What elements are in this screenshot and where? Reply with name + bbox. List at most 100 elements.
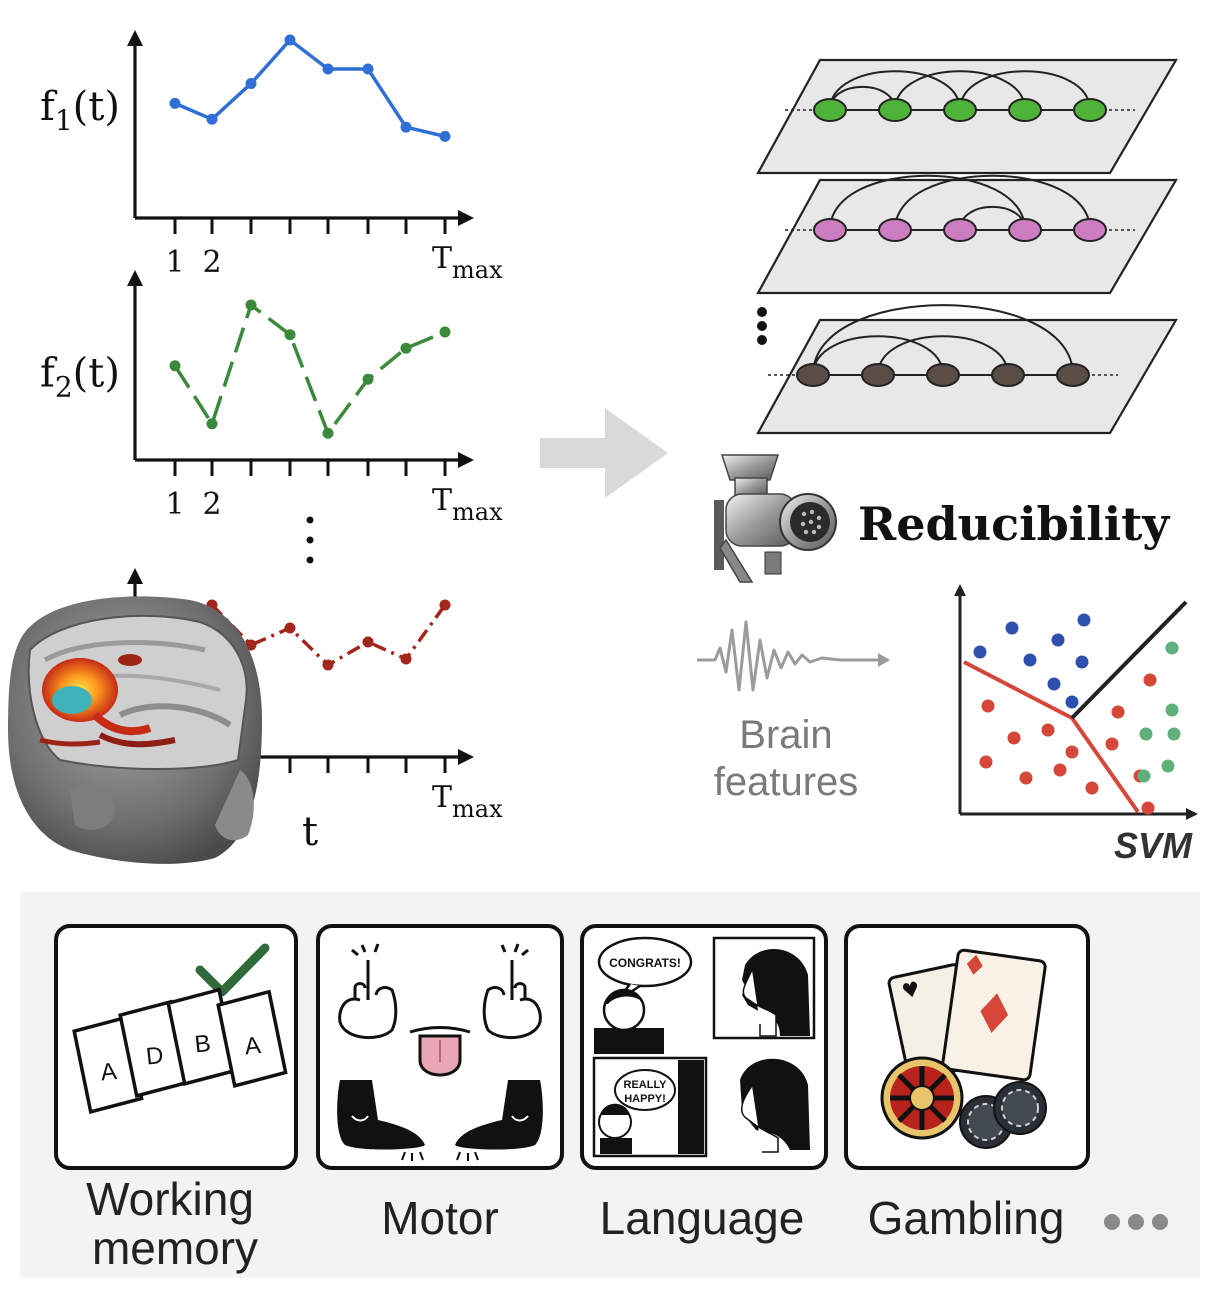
process-arrow-icon [540, 408, 668, 498]
task-label-motor: Motor [381, 1192, 499, 1244]
letter-card: A [216, 989, 288, 1089]
task-label-memory: memory [92, 1222, 258, 1274]
x-axis-arrow-icon [458, 749, 474, 765]
woman-profile-icon [712, 936, 816, 1040]
svm-point [1167, 727, 1181, 741]
card-letter: A [99, 1058, 118, 1087]
data-point [284, 34, 296, 46]
x-axis-label: t [302, 809, 318, 855]
right-foot-icon [455, 1080, 543, 1161]
data-point [284, 622, 296, 634]
network-node [861, 363, 895, 387]
svm-point [1005, 621, 1019, 635]
tick-label: 1 [165, 245, 184, 280]
data-point [245, 299, 257, 311]
tick-label: 2 [202, 245, 221, 280]
network-node [1056, 363, 1090, 387]
card-letter: B [193, 1030, 212, 1059]
data-point [284, 329, 296, 341]
ellipsis-icon [1104, 1214, 1168, 1230]
svm-point [1105, 737, 1119, 751]
left-foot-icon [337, 1080, 425, 1161]
brain-features-label-line2: features [714, 760, 859, 804]
tmax-label: Tmax [432, 483, 503, 526]
data-point [439, 599, 451, 611]
svm-point [981, 699, 995, 713]
task-language-card: CONGRATS! REALLY HAPPY! [580, 924, 828, 1170]
network-node [1073, 98, 1107, 122]
bubble-text-happy: HAPPY! [624, 1093, 666, 1105]
network-node [991, 363, 1025, 387]
x-axis-arrow-icon [458, 452, 474, 468]
decision-boundary [1070, 600, 1188, 720]
data-point [245, 639, 257, 651]
svm-point [1141, 801, 1155, 815]
network-layer-3 [756, 304, 1178, 435]
right-hand-icon [482, 943, 542, 1040]
function-label: f1(t) [40, 84, 120, 137]
tongue-icon [409, 1026, 471, 1077]
svm-point [979, 755, 993, 769]
data-point [245, 78, 257, 90]
task-motor-card [316, 924, 564, 1170]
data-point [362, 63, 374, 75]
y-axis-arrow-icon [127, 30, 143, 46]
network-node [943, 218, 977, 242]
svm-point [1165, 703, 1179, 717]
brain-head-icon [8, 596, 262, 864]
meat-grinder-icon [714, 454, 837, 583]
svm-point [1047, 677, 1061, 691]
network-node [878, 98, 912, 122]
card-letter: A [243, 1032, 262, 1061]
bubble-text-really: REALLY [624, 1079, 668, 1091]
data-point [439, 130, 451, 142]
network-node [1008, 98, 1042, 122]
svm-label: SVM [1114, 825, 1193, 866]
photo-man-icon: REALLY HAPPY! [592, 1056, 708, 1158]
svm-point [1075, 655, 1089, 669]
function-label: f2(t) [40, 351, 120, 404]
svm-point [1143, 673, 1157, 687]
tmax-label: Tmax [432, 241, 503, 284]
svm-plot [954, 584, 1198, 820]
data-point [400, 121, 412, 133]
svm-point [1041, 723, 1055, 737]
man-face-icon [594, 988, 664, 1054]
svm-point [1085, 781, 1099, 795]
multilayer-network [756, 58, 1178, 435]
task-gambling-card [844, 924, 1090, 1170]
data-point [206, 418, 218, 430]
data-point [400, 653, 412, 665]
waveform-icon [697, 620, 890, 692]
network-node [813, 98, 847, 122]
task-label-working: Working [86, 1173, 254, 1225]
data-point [322, 427, 334, 439]
layer-plane [756, 318, 1178, 435]
edge [877, 335, 1009, 376]
edge [812, 304, 1074, 376]
x-axis-arrow-icon [458, 210, 474, 226]
svm-point [1023, 653, 1037, 667]
y-axis-arrow-icon [127, 568, 143, 584]
data-point [322, 63, 334, 75]
task-label-language: Language [600, 1192, 805, 1244]
svm-point [1161, 759, 1175, 773]
svm-point [1053, 763, 1067, 777]
svm-point [1065, 695, 1079, 709]
card-letter: D [145, 1042, 165, 1071]
svm-point [1139, 727, 1153, 741]
network-node [796, 363, 830, 387]
data-point [322, 659, 334, 671]
edge [959, 70, 1091, 111]
svm-y-arrow-icon [954, 584, 966, 596]
vertical-ellipsis-icon [306, 516, 314, 564]
data-point [362, 636, 374, 648]
data-point [400, 342, 412, 354]
svm-point [1111, 705, 1125, 719]
data-point [206, 113, 218, 125]
network-node [813, 218, 847, 242]
edge [829, 70, 961, 111]
